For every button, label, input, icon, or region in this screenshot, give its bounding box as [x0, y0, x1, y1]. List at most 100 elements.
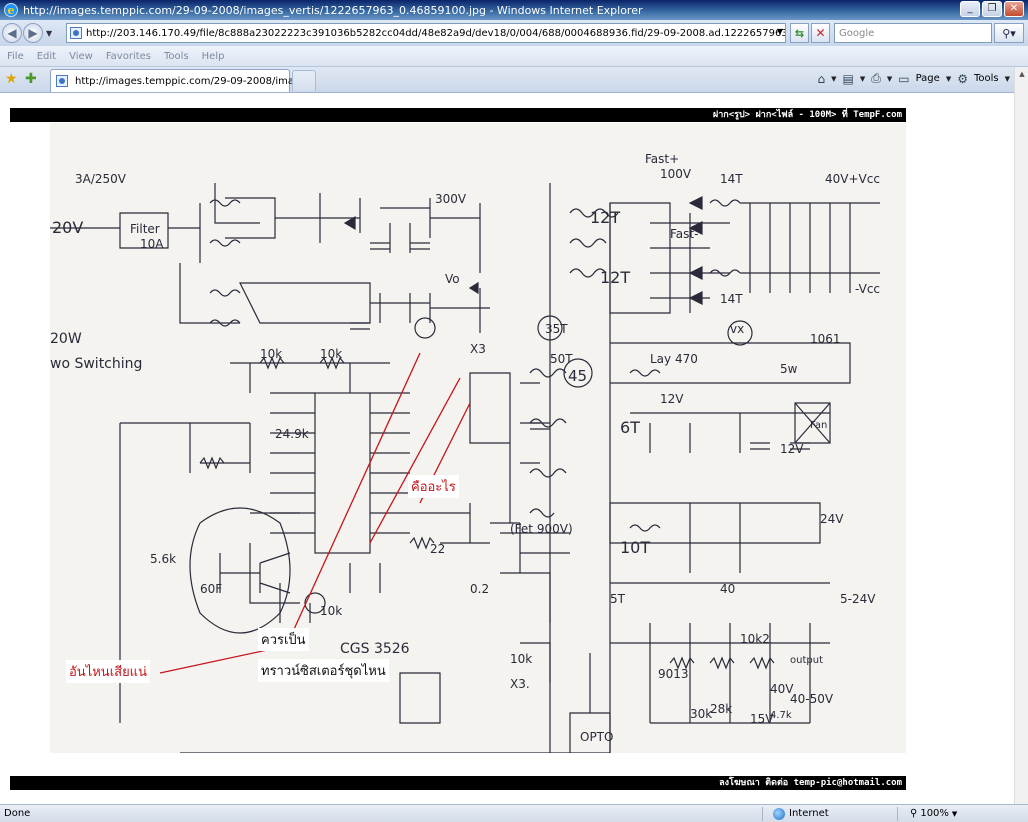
address-bar: ◀ ▶ ▼ http://203.146.170.49/file/8c888a2… [0, 20, 1028, 46]
zoom-dropdown-icon[interactable]: ▼ [951, 809, 958, 818]
status-text: Done [4, 808, 31, 819]
home-icon[interactable]: ⌂ [817, 71, 826, 86]
svg-text:60F: 60F [200, 582, 222, 596]
print-icon[interactable]: ⎙ [871, 71, 881, 85]
ie-logo-icon: e [4, 3, 18, 17]
svg-text:-Vcc: -Vcc [855, 282, 880, 296]
search-input[interactable]: Google [834, 23, 992, 43]
svg-text:CGS 3526: CGS 3526 [340, 641, 410, 657]
page-icon [70, 27, 82, 39]
svg-text:40V+Vcc: 40V+Vcc [825, 172, 880, 186]
vertical-scrollbar[interactable]: ▲ [1014, 67, 1028, 804]
svg-text:Fast-: Fast- [670, 227, 698, 241]
svg-text:40-50V: 40-50V [790, 692, 834, 706]
annotation-should-be: ควรเป็น [258, 628, 309, 651]
svg-text:10k: 10k [260, 347, 282, 361]
tools-menu[interactable]: Tools [973, 73, 999, 84]
svg-text:50T: 50T [550, 352, 573, 366]
annotation-which-transistor: ทราวน์ซิสเตอร์ชุดไหน [258, 659, 389, 682]
svg-text:35T: 35T [545, 322, 568, 336]
security-zone[interactable]: Internet [765, 807, 895, 820]
annotation-what-is-this: คืออะไร [408, 475, 459, 498]
search-button[interactable]: ⚲▾ [994, 23, 1024, 43]
scroll-up-icon[interactable]: ▲ [1019, 70, 1025, 78]
svg-text:10A: 10A [140, 237, 164, 251]
svg-text:5-24V: 5-24V [840, 592, 876, 606]
svg-text:Fast+: Fast+ [645, 152, 679, 166]
svg-text:Filter: Filter [130, 222, 160, 236]
svg-text:Vo: Vo [445, 272, 460, 286]
svg-text:10T: 10T [620, 538, 650, 557]
back-button[interactable]: ◀ [2, 23, 22, 43]
svg-text:6T: 6T [620, 418, 640, 437]
svg-text:20V: 20V [52, 218, 83, 237]
menu-view[interactable]: View [69, 50, 93, 62]
svg-text:10k: 10k [320, 604, 342, 618]
status-separator [897, 806, 898, 821]
top-banner: ฝาก<รูป> ฝาก<ไฟล์ - 100M> ที่ TempF.com [10, 108, 906, 122]
svg-text:10k: 10k [510, 652, 532, 666]
page-menu-icon: ▭ [898, 71, 910, 86]
maximize-button[interactable]: ❐ [982, 1, 1002, 17]
new-tab-button[interactable] [292, 70, 316, 91]
menu-file[interactable]: File [7, 50, 24, 62]
svg-text:10k: 10k [320, 347, 342, 361]
tab-current[interactable]: http://images.temppic.com/29-09-2008/ima… [50, 69, 316, 92]
menu-help[interactable]: Help [201, 50, 225, 62]
menu-tools[interactable]: Tools [164, 50, 189, 62]
svg-text:5T: 5T [610, 592, 626, 606]
svg-text:12T: 12T [590, 208, 620, 227]
print-dropdown-icon[interactable]: ▼ [886, 74, 893, 83]
tools-gear-icon: ⚙ [957, 71, 968, 86]
zone-label: Internet [789, 808, 829, 819]
svg-text:30k: 30k [690, 707, 712, 721]
url-dropdown-icon[interactable]: ▼ [776, 27, 783, 36]
window-title: http://images.temppic.com/29-09-2008/ima… [23, 3, 643, 17]
home-dropdown-icon[interactable]: ▼ [831, 74, 837, 83]
search-icon: ⚲ [1002, 26, 1011, 40]
menu-favorites[interactable]: Favorites [105, 50, 152, 62]
url-text: http://203.146.170.49/file/8c888a2302222… [86, 27, 786, 39]
svg-text:0.2: 0.2 [470, 582, 489, 596]
svg-text:15V: 15V [750, 712, 774, 726]
forward-button[interactable]: ▶ [23, 23, 43, 43]
svg-text:3A/250V: 3A/250V [75, 172, 127, 186]
svg-text:14T: 14T [720, 292, 743, 306]
feeds-dropdown-icon[interactable]: ▼ [859, 74, 866, 83]
page-content: ฝาก<รูป> ฝาก<ไฟล์ - 100M> ที่ TempF.com [0, 93, 1014, 804]
svg-text:14T: 14T [720, 172, 743, 186]
minimize-button[interactable]: _ [960, 1, 980, 17]
svg-text:output: output [790, 655, 823, 666]
menu-bar: File Edit View Favorites Tools Help [0, 46, 1028, 67]
internet-globe-icon [773, 807, 785, 820]
svg-text:10k2: 10k2 [740, 632, 770, 646]
svg-text:4.7k: 4.7k [770, 710, 792, 721]
page-dropdown-icon[interactable]: ▼ [945, 74, 952, 83]
refresh-button[interactable]: ⇆ [790, 23, 809, 43]
svg-text:100V: 100V [660, 167, 692, 181]
close-button[interactable]: ✕ [1004, 1, 1024, 17]
svg-text:22: 22 [430, 542, 445, 556]
tools-dropdown-icon[interactable]: ▼ [1004, 74, 1010, 83]
command-bar: ⌂ ▼ ▤ ▼ ⎙ ▼ ▭ Page ▼ ⚙ Tools ▼ [818, 71, 1011, 86]
add-favorite-icon[interactable]: ✚ [25, 71, 37, 87]
svg-text:5.6k: 5.6k [150, 552, 176, 566]
menu-edit[interactable]: Edit [36, 50, 57, 62]
svg-text:12V: 12V [780, 442, 804, 456]
history-dropdown-icon[interactable]: ▼ [46, 28, 53, 38]
tab-row: ★ ✚ http://images.temppic.com/29-09-2008… [0, 67, 1028, 93]
svg-text:12T: 12T [600, 268, 630, 287]
status-separator [762, 806, 763, 821]
zoom-control[interactable]: ⚲ 100% ▼ [900, 808, 957, 819]
feeds-icon[interactable]: ▤ [842, 71, 854, 86]
status-bar: Done Internet ⚲ 100% ▼ [0, 804, 1028, 822]
svg-text:X3.: X3. [510, 677, 530, 691]
favorites-star-icon[interactable]: ★ [5, 71, 18, 87]
page-menu[interactable]: Page [915, 73, 940, 84]
stop-button[interactable]: ✕ [811, 23, 830, 43]
svg-text:(Fet 900V): (Fet 900V) [510, 522, 573, 536]
svg-text:12V: 12V [660, 392, 684, 406]
svg-text:5w: 5w [780, 362, 798, 376]
svg-text:24V: 24V [820, 512, 844, 526]
url-input[interactable]: http://203.146.170.49/file/8c888a2302222… [66, 23, 786, 43]
